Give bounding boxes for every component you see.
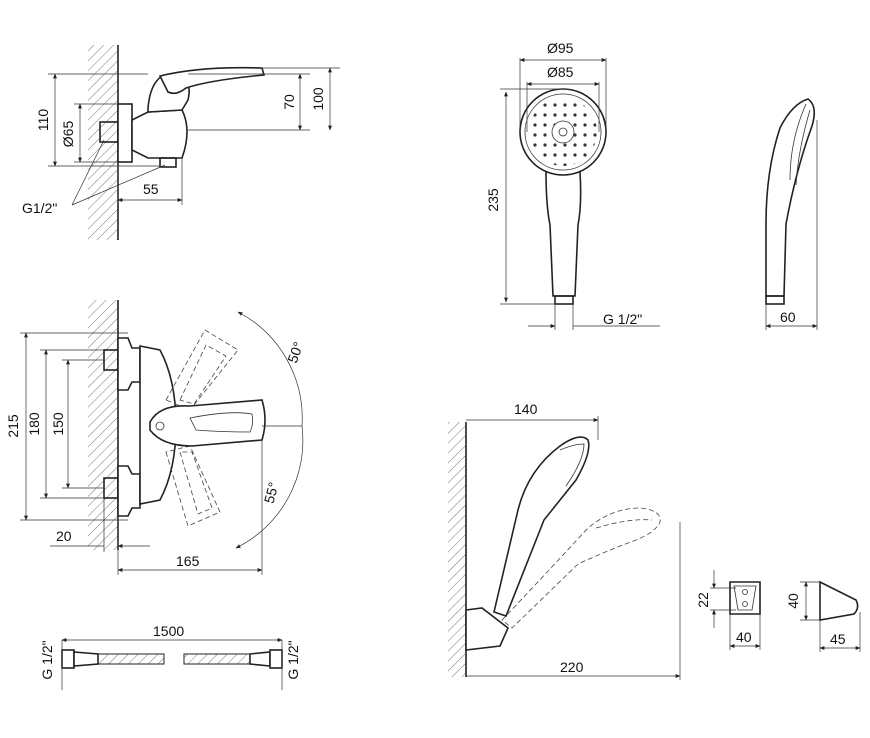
- dim-40-front: 40: [736, 629, 752, 645]
- hand-shower-front-view: Ø95 Ø85 235 G 1/2": [485, 40, 660, 330]
- dim-22: 22: [695, 592, 711, 608]
- mixer-side-view: 110 Ø65 70 100 55 G1/2": [22, 45, 340, 240]
- dim-diameter-95: Ø95: [547, 40, 574, 56]
- mixer-front-view: 215 180 150 20 165 50° 55°: [5, 300, 306, 575]
- dim-45: 45: [830, 631, 846, 647]
- dim-60: 60: [780, 309, 796, 325]
- dim-235: 235: [485, 188, 501, 212]
- shower-holder-view: 140 220: [448, 401, 681, 680]
- thread-label-hose-left: G 1/2": [39, 640, 55, 679]
- dim-110: 110: [35, 109, 51, 132]
- thread-label-hose-right: G 1/2": [285, 640, 301, 679]
- wall-hatch-front: [88, 300, 118, 550]
- hose-view: 1500 G 1/2" G 1/2": [39, 623, 301, 690]
- dim-diameter-85: Ø85: [547, 64, 574, 80]
- dim-180: 180: [26, 412, 42, 436]
- angle-50: 50°: [284, 340, 306, 365]
- angle-55: 55°: [261, 480, 282, 505]
- dim-20: 20: [56, 528, 72, 544]
- thread-label-side: G1/2": [22, 200, 57, 216]
- dim-140: 140: [514, 401, 538, 417]
- thread-label-shower: G 1/2": [603, 311, 642, 327]
- dim-70: 70: [281, 94, 297, 110]
- dim-55: 55: [143, 181, 159, 197]
- dim-150: 150: [50, 412, 66, 436]
- dim-40-side: 40: [785, 593, 801, 609]
- wall-hatch-holder: [448, 422, 466, 677]
- dim-215: 215: [5, 414, 21, 438]
- dim-220: 220: [560, 659, 584, 675]
- dim-165: 165: [176, 553, 200, 569]
- dim-1500: 1500: [153, 623, 184, 639]
- dim-diameter-65: Ø65: [60, 121, 76, 148]
- bracket-views: 22 40 40 45: [695, 570, 861, 652]
- dim-100: 100: [310, 87, 326, 111]
- hand-shower-side-view: 60: [765, 98, 818, 330]
